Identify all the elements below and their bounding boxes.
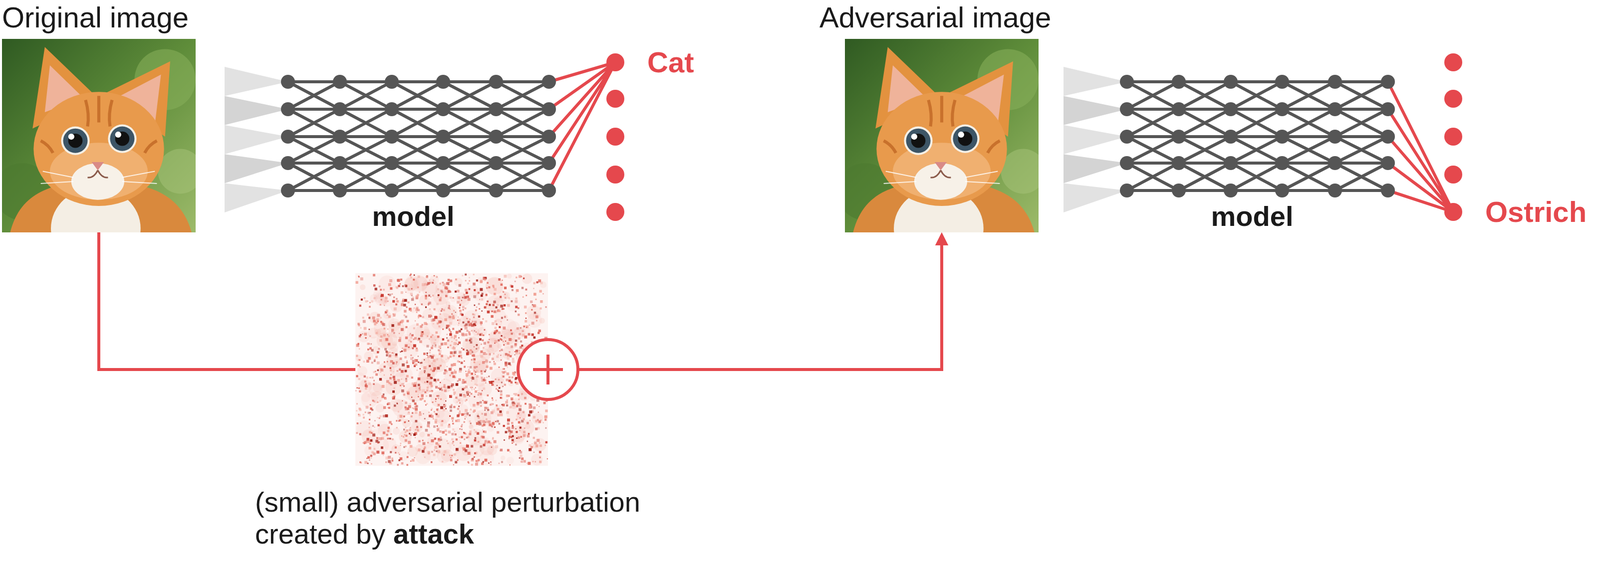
class-label: Ostrich (1485, 197, 1587, 228)
perturbation-panel: (small) adversarial perturbation created… (255, 273, 705, 551)
image-heading: Original image (1, 0, 189, 35)
perturbation-caption: (small) adversarial perturbation created… (255, 486, 705, 551)
model-label: model (1211, 200, 1294, 233)
output-neuron (1443, 202, 1464, 223)
image-heading: Adversarial image (819, 0, 1052, 35)
class-label: Cat (647, 47, 694, 78)
image-panel: Adversarial image (819, 0, 1052, 233)
connector (548, 62, 616, 191)
connector (578, 232, 949, 370)
cat-photo (1, 38, 196, 233)
connector (1387, 81, 1454, 213)
model-network: model (224, 69, 564, 233)
cat-photo (844, 38, 1039, 233)
plus-operator (518, 339, 578, 400)
output-neuron (605, 52, 626, 73)
network-graphic (224, 69, 564, 215)
image-panel: Original image (1, 0, 196, 233)
output-class: Cat (605, 47, 697, 78)
model-label: model (372, 200, 455, 233)
output-class: Ostrich (1443, 197, 1590, 228)
model-network: model (1063, 69, 1403, 233)
network-graphic (1063, 69, 1403, 215)
perturbation-noise (355, 273, 581, 469)
